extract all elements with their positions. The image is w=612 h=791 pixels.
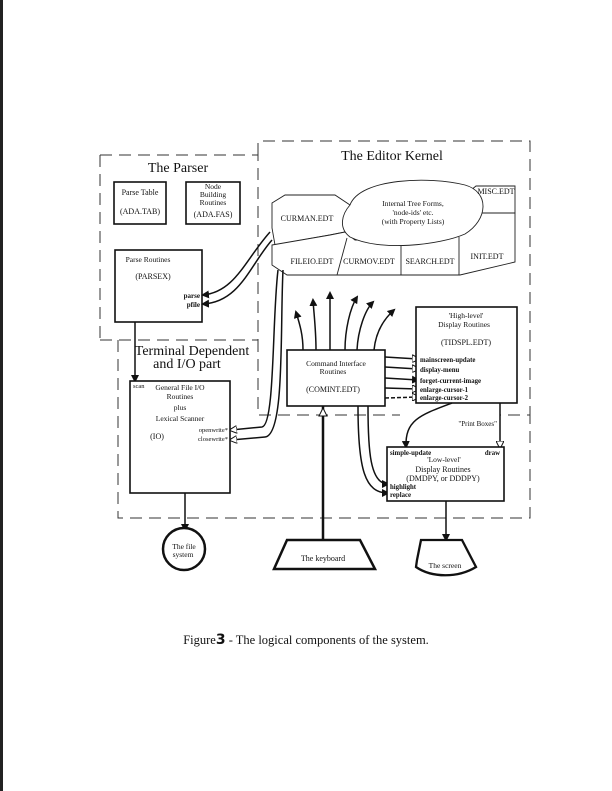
module-init: INIT.EDT xyxy=(471,252,504,261)
svg-text:The file: The file xyxy=(172,542,196,551)
page-edge-scan-mark xyxy=(0,0,3,791)
svg-text:(ADA.FAS): (ADA.FAS) xyxy=(194,210,233,219)
tree-forms-line3: (with Property Lists) xyxy=(382,217,445,226)
svg-text:The keyboard: The keyboard xyxy=(301,554,345,563)
svg-text:Parse Routines: Parse Routines xyxy=(126,255,171,264)
entry-parse: parse xyxy=(184,292,200,300)
keyboard-device: The keyboard xyxy=(272,538,378,571)
io-box: scan General File I/O Routines plus Lexi… xyxy=(129,380,231,494)
kernel-modules xyxy=(271,179,516,276)
terminal-io-title-2: and I/O part xyxy=(153,357,221,372)
entry-draw: draw xyxy=(485,450,500,457)
io-openwrite: openwrite* xyxy=(199,427,228,434)
arrow-to-parse xyxy=(201,231,271,299)
svg-text:Lexical Scanner: Lexical Scanner xyxy=(156,414,205,423)
node-building-box: Node Building Routines (ADA.FAS) xyxy=(185,181,241,225)
svg-text:(PARSEX): (PARSEX) xyxy=(135,272,171,281)
svg-text:(TIDSPL.EDT): (TIDSPL.EDT) xyxy=(441,338,491,347)
svg-text:General File I/O: General File I/O xyxy=(155,383,205,392)
low-level-display-box: simple-update draw 'Low-level' Display R… xyxy=(386,446,505,502)
caption-prefix: Figure xyxy=(183,633,216,647)
arrow-to-pfile xyxy=(201,239,273,308)
print-boxes-label: "Print Boxes" xyxy=(458,420,497,428)
svg-text:Routines: Routines xyxy=(167,392,194,401)
terminal-io-title-1: Terminal Dependent xyxy=(135,344,250,359)
io-closewrite: closewrite* xyxy=(198,436,228,443)
svg-text:Display Routines: Display Routines xyxy=(438,320,490,329)
keyboard-arrow-icon xyxy=(318,406,328,417)
svg-text:system: system xyxy=(173,550,194,559)
svg-text:Node: Node xyxy=(205,182,222,191)
svg-text:Routines: Routines xyxy=(200,198,227,207)
comint-box: Command Interface Routines (COMINT.EDT) xyxy=(286,349,386,407)
arrow-to-highlight xyxy=(367,405,390,488)
parse-routines-box: Parse Routines (PARSEX) parse pfile xyxy=(114,249,203,323)
parse-table-box: Parse Table (ADA.TAB) xyxy=(113,181,167,225)
arrow-to-simple-update xyxy=(401,402,453,449)
svg-text:Routines: Routines xyxy=(320,367,347,376)
parser-title: The Parser xyxy=(148,161,209,176)
tree-forms-line1: Internal Tree Forms, xyxy=(382,199,444,208)
module-search: SEARCH.EDT xyxy=(405,257,454,266)
arrow-to-openwrite xyxy=(231,269,279,430)
io-scan-label: scan xyxy=(133,383,145,390)
entry-display-menu: display-menu xyxy=(420,367,460,374)
entry-pfile: pfile xyxy=(187,301,200,309)
entry-simple-update: simple-update xyxy=(390,450,431,457)
caption-text: - The logical components of the system. xyxy=(225,633,429,647)
module-curman: CURMAN.EDT xyxy=(281,214,334,223)
svg-text:(COMINT.EDT): (COMINT.EDT) xyxy=(306,385,360,394)
high-level-display-box: 'High-level' Display Routines (TIDSPL.ED… xyxy=(415,306,518,404)
svg-text:(DMDPY, or DDDPY): (DMDPY, or DDDPY) xyxy=(406,474,480,483)
arrow-to-replace xyxy=(357,405,390,497)
editor-kernel-region xyxy=(257,140,531,416)
figure-caption: Figure3 - The logical components of the … xyxy=(0,632,612,648)
svg-text:Parse Table: Parse Table xyxy=(122,188,159,197)
entry-enlarge-cursor-2: enlarge-cursor-2 xyxy=(420,395,469,402)
svg-text:(IO): (IO) xyxy=(150,432,164,441)
svg-text:Display Routines: Display Routines xyxy=(415,465,470,474)
svg-text:(ADA.TAB): (ADA.TAB) xyxy=(120,207,160,216)
svg-text:The screen: The screen xyxy=(429,561,462,570)
editor-kernel-title: The Editor Kernel xyxy=(341,149,443,164)
arrow-to-closewrite xyxy=(231,269,284,440)
svg-text:plus: plus xyxy=(174,403,187,412)
file-system-device: The file system xyxy=(161,526,207,572)
figure-number: 3 xyxy=(215,632,226,648)
entry-forget-current-image: forget-current-image xyxy=(420,378,481,385)
comint-to-kernel-arrows xyxy=(293,291,396,351)
entry-replace: replace xyxy=(390,492,411,499)
entry-enlarge-cursor-1: enlarge-cursor-1 xyxy=(420,387,469,394)
svg-text:Command Interface: Command Interface xyxy=(306,359,366,368)
entry-mainscreen-update: mainscreen-update xyxy=(420,357,475,364)
module-fileio: FILEIO.EDT xyxy=(291,257,334,266)
module-curmov: CURMOV.EDT xyxy=(343,257,395,266)
module-misc: MISC.EDT xyxy=(477,187,514,196)
svg-text:'High-level': 'High-level' xyxy=(449,311,484,320)
svg-text:'Low-level': 'Low-level' xyxy=(427,455,461,464)
screen-device: The screen xyxy=(414,538,478,577)
entry-highlight: highlight xyxy=(390,484,417,491)
comint-to-display-arrows xyxy=(384,357,418,398)
svg-text:Building: Building xyxy=(200,190,227,199)
tree-forms-blob xyxy=(342,179,484,247)
tree-forms-line2: 'node-ids' etc. xyxy=(392,208,433,217)
